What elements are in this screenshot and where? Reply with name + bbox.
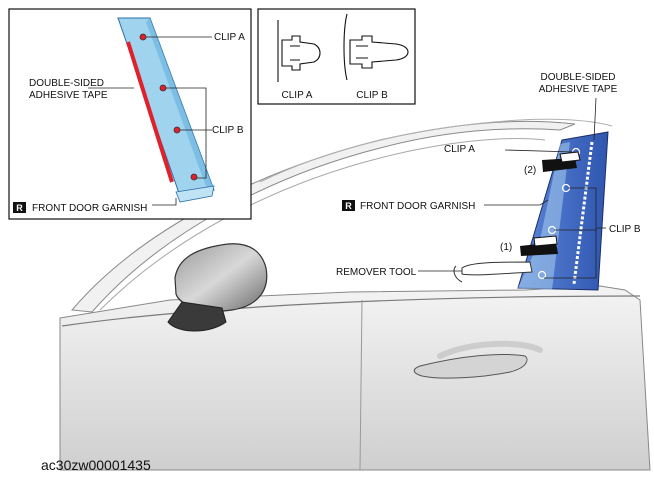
- garnish-light-strip: [518, 142, 570, 290]
- inset-clip-b-3: [190, 173, 198, 181]
- main-clip-b-label: CLIP B: [609, 224, 641, 235]
- step-2-label: (2): [524, 165, 536, 176]
- side-mirror: [174, 243, 268, 312]
- inset-r-badge-text: R: [16, 203, 23, 213]
- inset-tape-label-line1: DOUBLE-SIDED: [29, 78, 104, 89]
- inset-clip-b-label: CLIP B: [212, 125, 244, 136]
- remover-tool-step2: [542, 151, 581, 172]
- remover-tool-step1: [520, 235, 558, 256]
- side-mirror-base: [167, 301, 227, 332]
- inset-top-clip-a-label: CLIP A: [282, 90, 313, 101]
- main-clip-a-label: CLIP A: [444, 144, 475, 155]
- inset-adhesive-tape: [126, 41, 174, 183]
- door-handle: [413, 353, 528, 379]
- roof-edge: [259, 118, 613, 183]
- belt-line: [61, 295, 641, 327]
- main-tape-label-line2: ADHESIVE TAPE: [539, 84, 618, 95]
- inset-clip-a: [139, 33, 147, 41]
- adhesive-tape-main: [572, 141, 594, 285]
- inset-garnish-foot: [175, 185, 215, 203]
- remover-tool-insert: [453, 261, 533, 283]
- inset-r-badge: [13, 202, 26, 213]
- main-r-badge-text: R: [345, 201, 352, 211]
- inset-garnish-label: FRONT DOOR GARNISH: [32, 203, 147, 214]
- door-handle-recess: [437, 340, 543, 359]
- inset-garnish-edge: [146, 18, 214, 192]
- main-garnish-label: FRONT DOOR GARNISH: [360, 201, 475, 212]
- inset-clip-types: CLIP A CLIP B: [257, 8, 416, 105]
- clip-b-marker-3: [537, 270, 547, 280]
- door-seam: [359, 299, 363, 471]
- reference-code: ac30zw00001435: [41, 457, 151, 473]
- clip-a-drawing: [277, 20, 321, 82]
- clip-b-drawing: [343, 13, 409, 81]
- main-leader-lines: [418, 97, 606, 279]
- inset-tape-label-line2: ADHESIVE TAPE: [29, 90, 108, 101]
- inset-clip-b-1: [159, 84, 167, 92]
- main-tape-label-line1: DOUBLE-SIDED: [540, 72, 615, 83]
- door-panel: [59, 285, 651, 471]
- main-r-badge: [342, 200, 355, 211]
- step-1-label: (1): [500, 242, 512, 253]
- remover-tool-label: REMOVER TOOL: [336, 267, 417, 278]
- inset-clip-b-2: [173, 126, 181, 134]
- window-inner-edge: [99, 138, 546, 311]
- inset-clip-a-label: CLIP A: [214, 32, 245, 43]
- inset-top-clip-b-label: CLIP B: [356, 90, 388, 101]
- inset-garnish-detail: CLIP A CLIP B DOUBLE-SIDED ADHESIVE TAPE…: [8, 8, 252, 220]
